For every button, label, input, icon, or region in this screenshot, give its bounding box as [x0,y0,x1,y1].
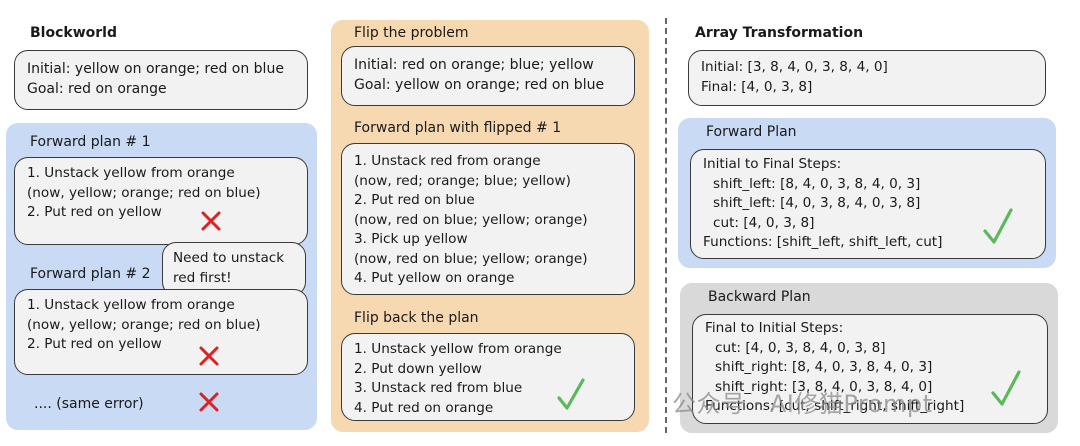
blockworld-title: Blockworld [30,25,117,41]
array-problem-box: Initial: [3, 8, 4, 0, 3, 8, 4, 0] Final:… [688,50,1046,106]
column-divider [665,18,667,433]
backward-plan-box: Final to Initial Steps: cut: [4, 0, 3, 8… [692,314,1048,424]
plan2-step-2: 2. Put red on yellow [27,336,162,352]
flip-back-title: Flip back the plan [354,310,479,326]
blockworld-problem-box: Initial: yellow on orange; red on blue G… [14,50,308,110]
forward-plan-2-box: 1. Unstack yellow from orange (now, yell… [14,289,308,375]
array-initial: Initial: [3, 8, 4, 0, 3, 8, 4, 0] [701,59,888,75]
watermark: 公众号 · AI修猫Prompt [672,390,933,418]
blockworld-goal: Goal: red on orange [27,80,167,97]
callout-line-2: red first! [173,269,232,286]
cross-icon [201,211,221,231]
forward-functions: Functions: [shift_left, shift_left, cut] [703,234,943,250]
forward-step-1: shift_left: [8, 4, 0, 3, 8, 4, 0, 3] [713,175,921,192]
flip-problem-title: Flip the problem [354,25,469,41]
flipped-state-2: (now, red on blue; yellow; orange) [354,211,588,228]
flipped-step-4: 4. Put yellow on orange [354,270,515,286]
backward-step-1: cut: [4, 0, 3, 8, 4, 0, 3, 8] [715,339,886,356]
backward-step-2: shift_right: [8, 4, 0, 3, 8, 4, 0, 3] [715,359,933,375]
check-icon [557,378,585,410]
flipback-step-4: 4. Put red on orange [354,399,494,416]
forward-plan-title: Forward Plan [706,124,797,140]
forward-plan-box: Initial to Final Steps: shift_left: [8, … [690,149,1046,259]
check-icon [983,208,1013,244]
flipped-state-3: (now, red on blue; yellow; orange) [354,250,588,267]
backward-plan-title: Backward Plan [708,289,811,305]
need-to-unstack-callout: Need to unstack red first! [162,242,306,296]
flipped-goal: Goal: yellow on orange; red on blue [354,76,605,93]
forward-plan-2-title: Forward plan # 2 [30,266,151,282]
same-error-text: .... (same error) [34,396,144,412]
flipped-plan-title: Forward plan with flipped # 1 [354,120,562,136]
array-transformation-title: Array Transformation [695,25,864,41]
array-final: Final: [4, 0, 3, 8] [701,78,813,95]
flipped-initial: Initial: red on orange; blue; yellow [354,57,594,73]
backward-step-3: shift_right: [3, 8, 4, 0, 3, 8, 4, 0] [715,378,933,395]
backward-header: Final to Initial Steps: [705,320,844,336]
flipped-step-3: 3. Pick up yellow [354,231,468,247]
forward-header: Initial to Final Steps: [703,156,842,172]
backward-functions: Functions: [cut, shift_right, shift_righ… [705,398,965,414]
cross-icon [199,346,219,366]
flipped-problem-box: Initial: red on orange; blue; yellow Goa… [341,46,635,106]
flipped-step-1: 1. Unstack red from orange [354,153,541,169]
forward-step-2: shift_left: [4, 0, 3, 8, 4, 0, 3, 8] [713,195,921,211]
plan2-state-1: (now, yellow; orange; red on blue) [27,316,261,333]
flipped-step-2: 2. Put red on blue [354,192,475,208]
check-icon [991,370,1021,406]
plan2-step-1: 1. Unstack yellow from orange [27,297,235,313]
forward-step-3: cut: [4, 0, 3, 8] [713,214,815,231]
forward-plan-1-box: 1. Unstack yellow from orange (now, yell… [14,157,308,245]
callout-line-1: Need to unstack [173,250,285,266]
flipback-step-3: 3. Unstack red from blue [354,380,523,396]
blockworld-initial: Initial: yellow on orange; red on blue [27,61,284,77]
plan1-step-2: 2. Put red on yellow [27,204,162,220]
flipback-step-1: 1. Unstack yellow from orange [354,341,562,357]
flip-back-box: 1. Unstack yellow from orange 2. Put dow… [341,333,635,421]
plan1-state-1: (now, yellow; orange; red on blue) [27,184,261,201]
flipback-step-2: 2. Put down yellow [354,360,482,377]
flipped-state-1: (now, red; orange; blue; yellow) [354,172,571,189]
plan1-step-1: 1. Unstack yellow from orange [27,165,235,181]
cross-icon [199,392,219,412]
forward-plan-1-title: Forward plan # 1 [30,134,151,150]
flipped-plan-box: 1. Unstack red from orange (now, red; or… [341,143,635,295]
